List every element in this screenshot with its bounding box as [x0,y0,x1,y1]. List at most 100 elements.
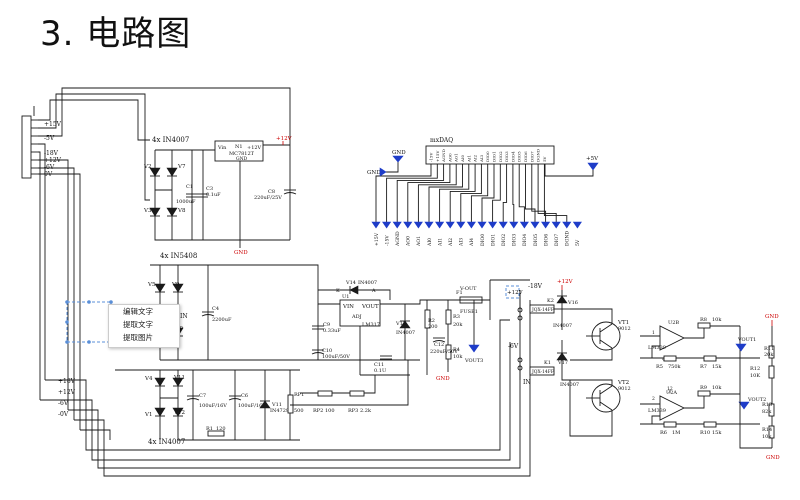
daq-pin-label: 5V [542,156,547,162]
component-label: A [371,288,376,294]
diodes-label: 4x IN4007 [152,136,189,144]
daq-pin-label: AI2 [473,155,478,163]
daq-bottom-label: AO0 [406,236,412,247]
context-menu-item-extract-text[interactable]: 提取文字 [123,320,153,329]
component-label: V11 [271,402,282,408]
port-marker [403,221,413,229]
component-label: 15k [712,364,722,370]
component-label: V17 [557,360,568,366]
daq-pin-label: DIO1 [492,151,497,162]
daq-bottom-label: DIO1 [490,234,496,246]
power-label: +5V [586,156,599,162]
component-label: R7 [700,364,707,370]
rail-label: +12V [507,290,524,296]
rail-label: -18V [528,283,543,290]
component-label: C6 [241,393,248,399]
component-label: 100 [325,408,335,414]
component-label: R11 [764,346,774,352]
component-label: C3 [206,186,213,192]
component-label: 100uF/16V [238,403,266,409]
regulator-pin: VOUT [361,304,379,310]
component-label: V8 [177,208,186,214]
daq-wires [375,164,568,222]
low-regulator-section: V4 V11 V1 V12 4x IN4007 C7 100uF/16V C6 … [115,360,410,446]
gnd-label: GND [367,170,381,176]
port-marker [530,221,540,229]
regulator-part: MC7812T [229,151,255,157]
rail-label: +12V [58,389,76,396]
component-label: 1M [672,430,680,436]
context-menu-item-edit-text[interactable]: 编辑文字 [123,307,153,316]
component-label: R9 [700,385,707,391]
port-marker [477,221,487,229]
component-label: R1 [206,426,213,432]
component-label: IN4729A [270,408,293,414]
daq-pin-label: DIO0 [485,151,490,162]
daq-pin-label: AO1 [454,153,459,163]
component-label: 750k [668,364,682,370]
port-marker [435,221,445,229]
component-label: 120 [216,426,226,432]
daq-label: mxDAQ [430,137,453,144]
daq-bottom-label: AI2 [448,238,454,247]
component-label: IN4007 [553,323,572,329]
component-label: K2 [547,298,554,304]
diodes-label: 4x IN4007 [148,438,185,446]
context-menu-item-extract-image[interactable]: 提取图片 [123,333,153,342]
page-title: 3. 电路图 [40,14,192,54]
daq-bottom-label: DIO0 [480,234,486,246]
daq-bottom-label: DIO7 [554,234,560,246]
component-label: V7 [177,164,186,170]
port-marker [572,221,582,229]
regulator-pin: VIN [342,304,354,310]
daq-bottom-label: AI1 [437,238,443,247]
daq-pin-label: AI3 [479,155,484,163]
port-marker [488,221,498,229]
connector-pin-label: -5V [44,135,55,142]
component-label: IN4007 [560,382,579,388]
component-label: U1 [342,294,349,300]
component-label: V-OUT [459,286,477,292]
component-label: C1 [186,184,193,190]
component-label: 10K [750,373,760,379]
component-label: 9012 [618,386,631,392]
component-label: VT1 [617,320,629,326]
daq-pin-label: AGND [441,149,446,163]
daq-pin-label: AI1 [466,155,471,163]
component-label: R6 [660,430,667,436]
daq-bottom-label: DIO2 [501,234,507,246]
component-label: R12 [750,366,760,372]
component-label: U2A [666,390,677,396]
component-label: V16 [567,300,578,306]
component-label: IN4007 [396,330,415,336]
component-label: U2B [668,320,679,326]
component-label: R8 [700,317,707,323]
port-marker [551,221,561,229]
gnd-label: GND [436,376,450,382]
component-label: RP1 [294,392,304,398]
comparator-section: -18V +12V +12V -6V IN K2 JQX-14FF V16 IN… [505,279,780,461]
power-label: +12V [557,279,574,285]
connector-pin-label: -6V [44,164,55,171]
component-label: R10 [700,430,710,436]
component-label: FUSE1 [460,309,478,315]
component-label: K1 [544,360,551,366]
context-menu: 编辑文字 提取文字 提取图片 [108,304,180,348]
component-label: RP3 [348,408,358,414]
daq-bottom-label: 5V [575,239,581,246]
component-label: C4 [212,306,219,312]
daq-pin-label: DIO5 [517,151,522,162]
component-label: R3 [453,314,460,320]
component-label: 15k [712,430,722,436]
daq-bottom-label: DIO3 [512,234,518,246]
component-label: C7 [199,393,206,399]
component-label: R13 [762,402,772,408]
diodes-label: 4x IN5408 [160,252,197,260]
connector-pin-label: 0V [44,171,53,178]
top-regulator-section: 4x IN4007 V2 V7 V3 V8 C3 0.1uF C1 1000uF… [143,136,297,256]
component-label: V14 [345,280,356,286]
component-label: 82k [762,409,772,415]
daq-pin-label: +15V [435,151,440,162]
